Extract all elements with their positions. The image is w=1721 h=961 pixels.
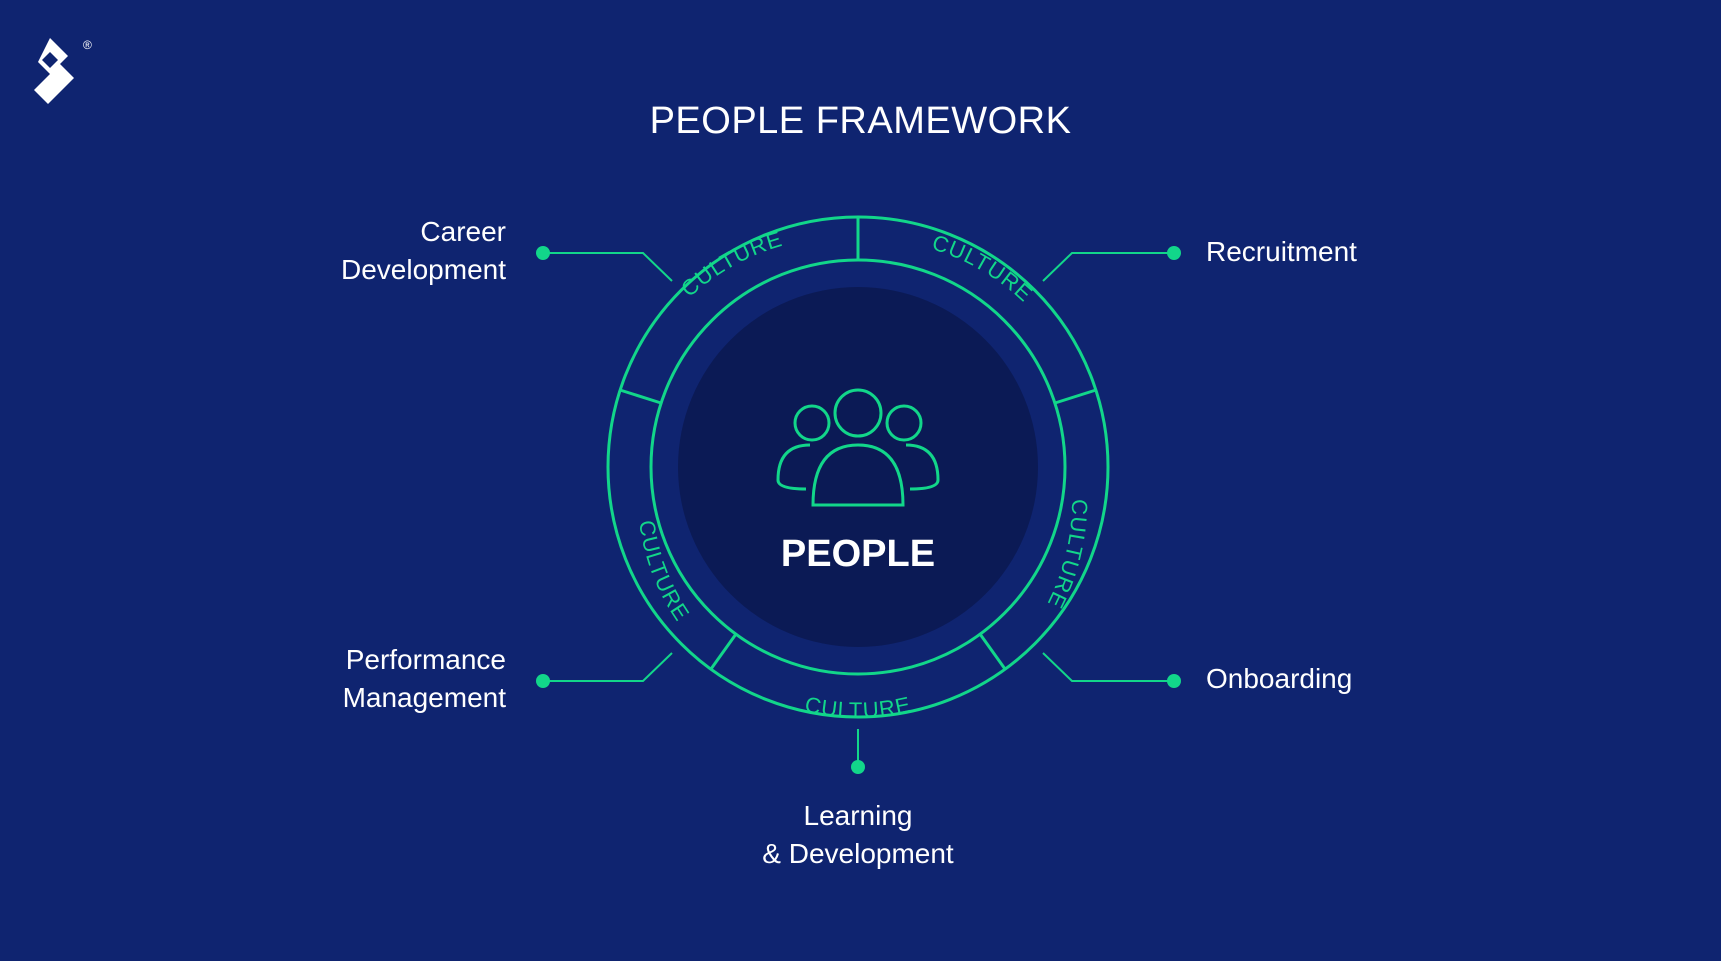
culture-label-bottom: CULTURE <box>803 692 914 723</box>
registered-mark: ® <box>83 38 92 52</box>
connector-dot-recruitment <box>1167 246 1181 260</box>
people-icon <box>776 388 940 507</box>
component-recruitment: Recruitment <box>1206 236 1357 267</box>
culture-label-top-left: CULTURE <box>676 226 785 302</box>
connector-dot-learning <box>851 760 865 774</box>
component-onboarding: Onboarding <box>1206 663 1353 694</box>
ring-divider <box>978 633 1007 670</box>
component-career-development: Career Development <box>341 216 506 285</box>
page-title: PEOPLE FRAMEWORK <box>649 100 1072 142</box>
connector-career <box>543 252 673 282</box>
connector-dot-onboarding <box>1167 674 1181 688</box>
ring-divider <box>1054 388 1097 405</box>
connector-dot-performance <box>536 674 550 688</box>
culture-label-right: CULTURE <box>1042 499 1092 613</box>
component-performance-management: Performance Management <box>342 644 506 713</box>
connector-dot-career <box>536 246 550 260</box>
toptal-logo-icon <box>34 38 74 104</box>
ring-divider <box>709 633 738 670</box>
culture-label-top-right: CULTURE <box>929 230 1038 307</box>
component-learning-development: Learning & Development <box>762 800 954 869</box>
connector-recruitment <box>1042 252 1174 282</box>
connector-onboarding <box>1042 652 1174 682</box>
culture-label-left: CULTURE <box>634 518 695 625</box>
inner-circle <box>678 287 1038 647</box>
center-label: PEOPLE <box>781 533 935 575</box>
connector-performance <box>543 652 673 682</box>
ring-divider <box>619 388 662 405</box>
